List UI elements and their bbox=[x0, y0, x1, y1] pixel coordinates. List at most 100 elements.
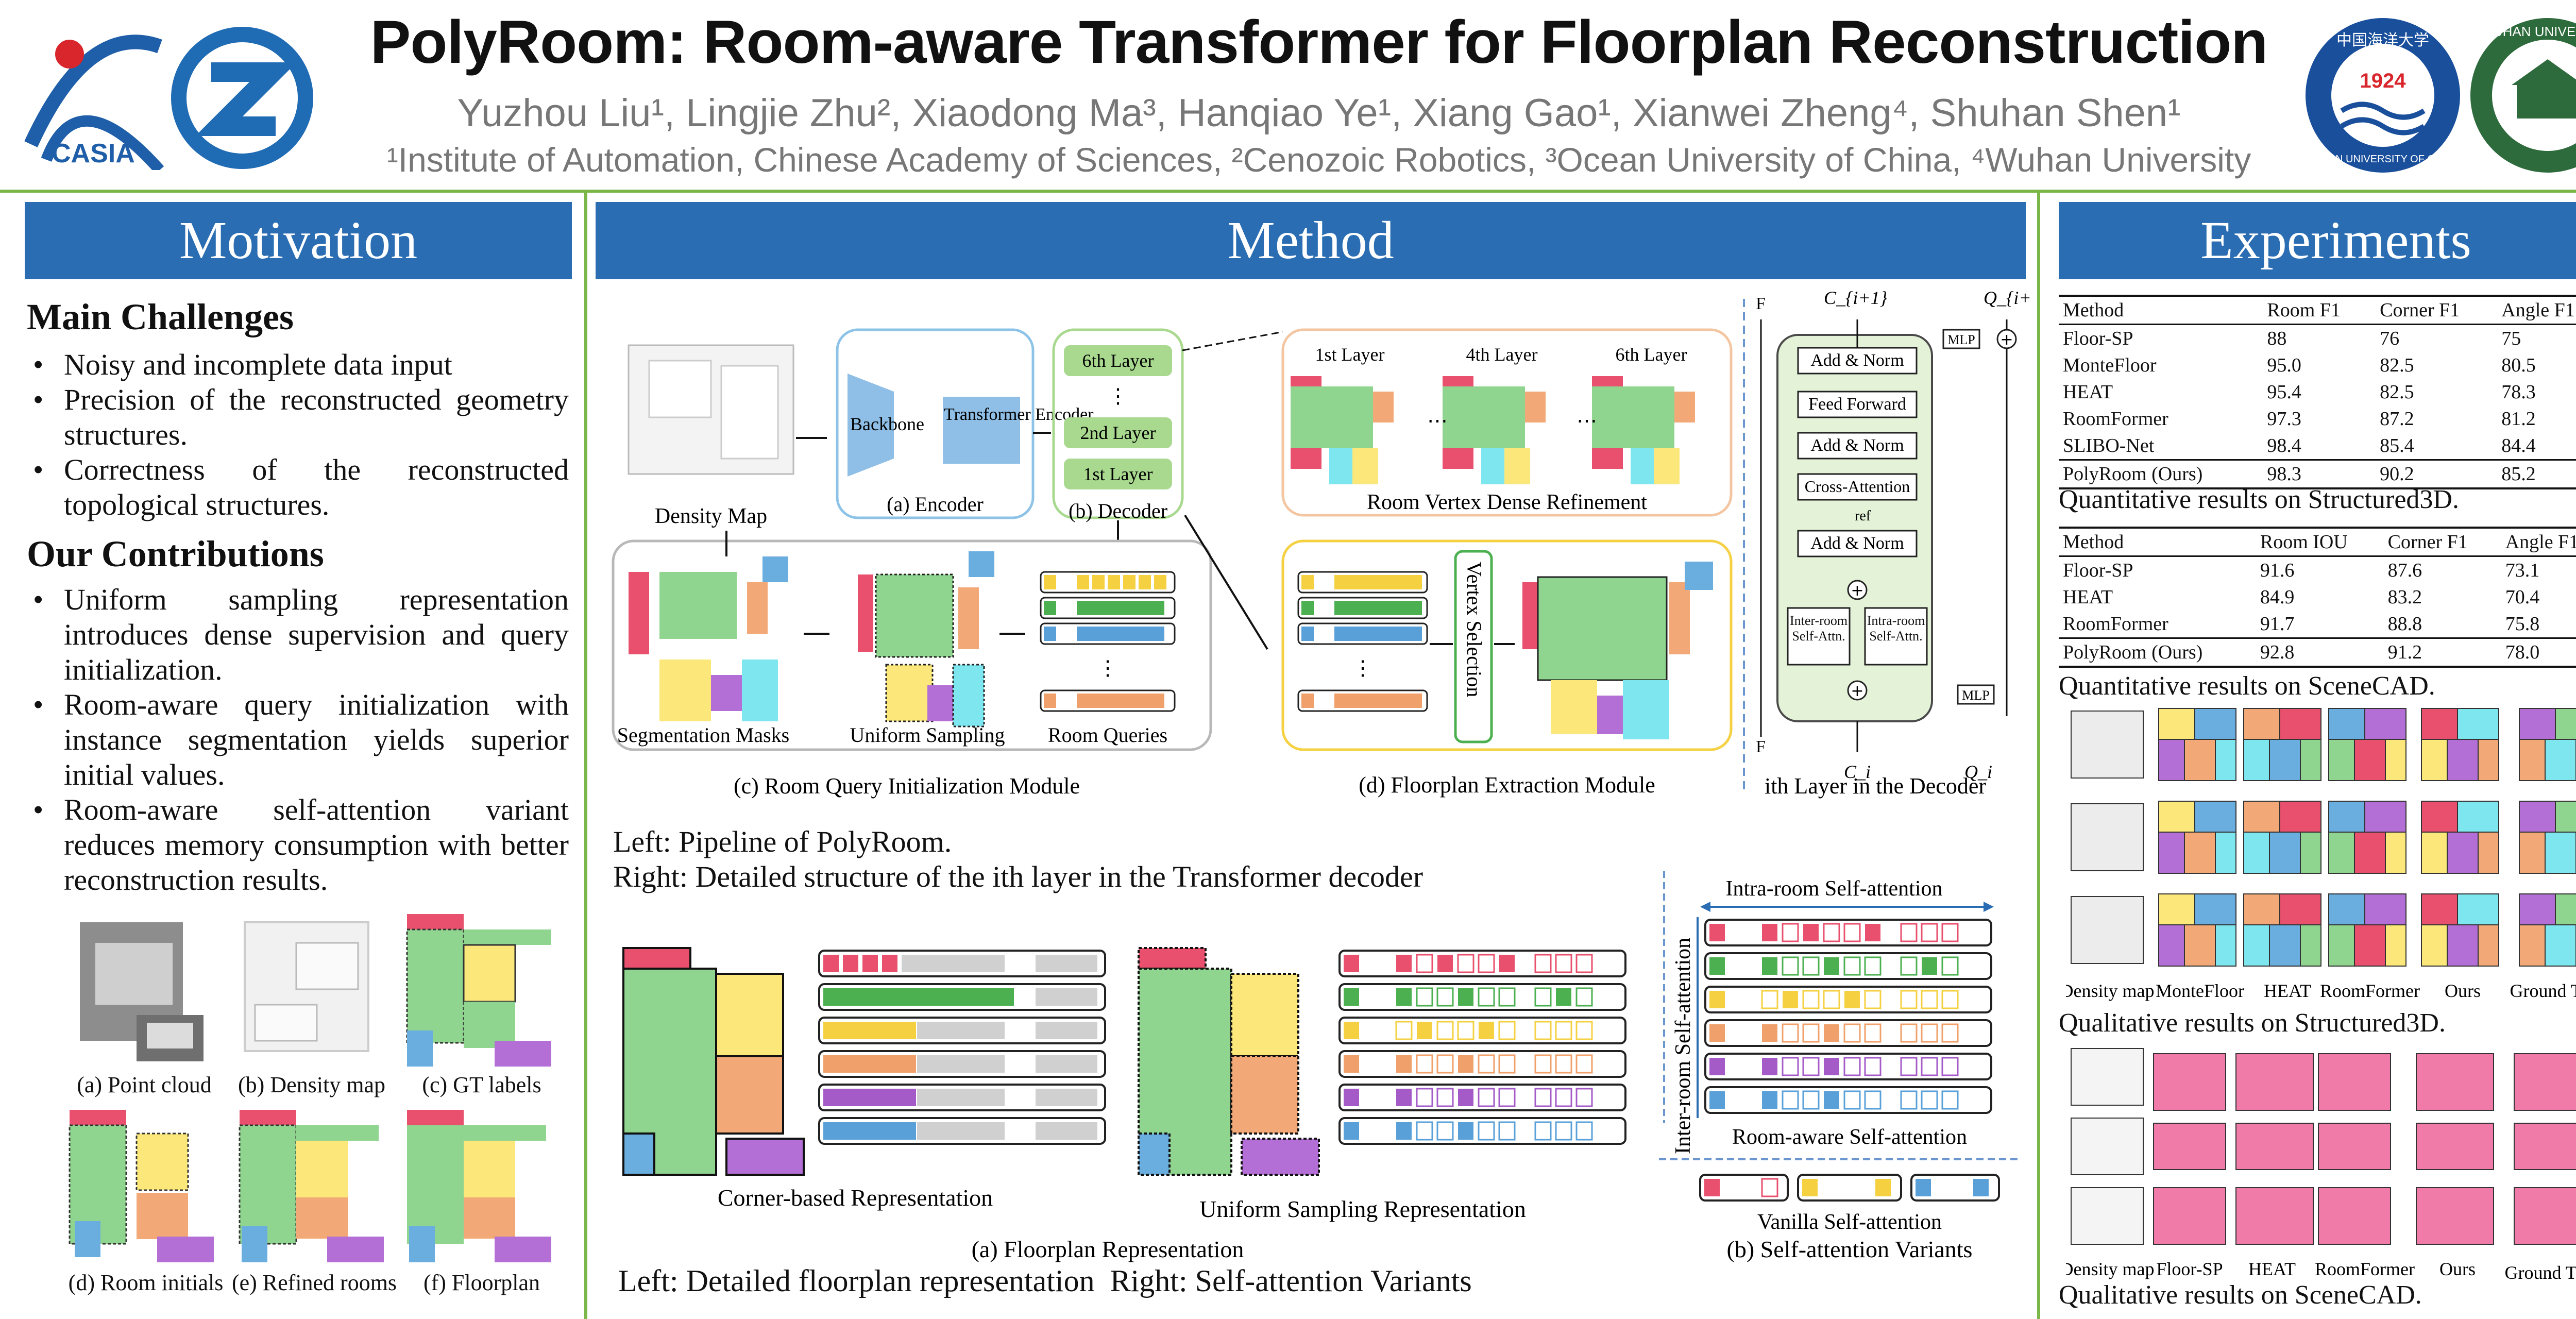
room-aware-sequences bbox=[1704, 919, 1992, 1114]
vanilla-sequence bbox=[1699, 1174, 2000, 1202]
room-cell bbox=[2300, 739, 2321, 781]
room-cell bbox=[2300, 924, 2321, 967]
inter-room-sa-label: Inter-room Self-attention bbox=[1671, 938, 1695, 1154]
c-i-label: C_i bbox=[1844, 762, 1871, 782]
density-thumb bbox=[2071, 803, 2144, 871]
room-cell bbox=[2478, 924, 2499, 967]
room-cell bbox=[2421, 924, 2448, 967]
room-cell bbox=[2215, 924, 2236, 967]
room-cell bbox=[2478, 832, 2499, 874]
cross-attention: Cross-Attention bbox=[1805, 477, 1910, 496]
room-cell bbox=[2158, 801, 2195, 833]
room-cell bbox=[2545, 924, 2576, 967]
room-cell bbox=[2279, 708, 2321, 740]
challenge-item: Correctness of the reconstructed topolog… bbox=[27, 452, 569, 522]
poster-title: PolyRoom: Room-aware Transformer for Flo… bbox=[370, 8, 2268, 76]
room-cell bbox=[2184, 924, 2216, 967]
qualitative-structured3d: Density map MonteFloor HEAT RoomFormer O… bbox=[2066, 708, 2576, 1001]
svg-text:WUHAN UNIVERSITY: WUHAN UNIVERSITY bbox=[2480, 24, 2576, 39]
mlp-top: MLP bbox=[1947, 332, 1975, 347]
inter-room-attn: Inter-room Self-Attn. bbox=[1789, 613, 1848, 644]
contributions-heading: Our Contributions bbox=[27, 533, 324, 574]
room-cell bbox=[2519, 893, 2556, 925]
challenges-heading: Main Challenges bbox=[27, 296, 294, 337]
room-cell bbox=[2158, 708, 2195, 740]
uniform-sampling-thumb bbox=[858, 551, 994, 728]
svg-text:⋯: ⋯ bbox=[1577, 409, 1597, 432]
room-polygon bbox=[2235, 1187, 2314, 1245]
room-cell bbox=[2279, 801, 2321, 833]
room-initials-image bbox=[64, 1108, 224, 1267]
room-cell bbox=[2421, 708, 2458, 740]
encoder-box bbox=[836, 328, 1035, 519]
room-cell bbox=[2385, 832, 2406, 874]
room-polygon bbox=[2318, 1187, 2391, 1245]
room-queries-label: Room Queries bbox=[1048, 723, 1167, 747]
pipeline-text-1: Left: Pipeline of PolyRoom. bbox=[613, 825, 952, 858]
room-cell bbox=[2457, 893, 2499, 925]
room-cell bbox=[2519, 924, 2546, 967]
room-cell bbox=[2364, 801, 2406, 833]
decoder-layer-6: 6th Layer bbox=[1082, 350, 1154, 371]
svg-text:⋮: ⋮ bbox=[1108, 384, 1128, 408]
room-polygon bbox=[2514, 1053, 2576, 1111]
encoder-caption: (a) Encoder bbox=[887, 493, 984, 516]
column-divider-left bbox=[584, 192, 587, 1319]
room-polygon bbox=[2318, 1053, 2391, 1111]
intra-room-attn: Intra-room Self-Attn. bbox=[1867, 613, 1925, 644]
density-thumb bbox=[2071, 1187, 2144, 1245]
room-cell bbox=[2328, 893, 2365, 925]
svg-text:1924: 1924 bbox=[2360, 70, 2406, 92]
pipeline-text-2: Right: Detailed structure of the ith lay… bbox=[613, 860, 1423, 893]
density-map-image bbox=[234, 912, 389, 1072]
point-cloud-image bbox=[64, 912, 219, 1072]
room-cell bbox=[2421, 893, 2458, 925]
extraction-caption: (d) Floorplan Extraction Module bbox=[1359, 772, 1655, 798]
room-cell bbox=[2184, 739, 2216, 781]
table-header: Corner F1 bbox=[2383, 527, 2501, 557]
structured3d-table: Method Room F1 Corner F1 Angle F1 Floor-… bbox=[2059, 295, 2576, 489]
density-thumb bbox=[2071, 1118, 2144, 1175]
density-thumb bbox=[2071, 896, 2144, 964]
refined-rooms-image bbox=[234, 1108, 394, 1267]
svg-text:+: + bbox=[2000, 331, 2013, 349]
uniform-sampling-floorplan bbox=[1138, 947, 1320, 1176]
room-cell bbox=[2328, 924, 2355, 967]
query-module-caption: (c) Room Query Initialization Module bbox=[734, 773, 1080, 799]
table-header: Method bbox=[2059, 295, 2263, 325]
uniform-rep-label: Uniform Sampling Representation bbox=[1199, 1196, 1526, 1222]
room-cell bbox=[2215, 832, 2236, 874]
table-header: Room IOU bbox=[2256, 527, 2384, 557]
refinement-box bbox=[1281, 328, 1733, 517]
room-polygon bbox=[2416, 1123, 2494, 1170]
room-cell bbox=[2158, 924, 2185, 967]
room-cell bbox=[2519, 708, 2556, 740]
room-cell bbox=[2279, 893, 2321, 925]
svg-text:OCEAN UNIVERSITY OF CHINA: OCEAN UNIVERSITY OF CHINA bbox=[2306, 154, 2460, 165]
decoder-layer-1: 1st Layer bbox=[1083, 464, 1153, 484]
room-polygon bbox=[2416, 1187, 2494, 1245]
room-cell bbox=[2364, 708, 2406, 740]
room-cell bbox=[2243, 924, 2270, 967]
table-header: Angle F1 bbox=[2501, 527, 2576, 557]
motivation-caption-e: (e) Refined rooms bbox=[231, 1270, 397, 1295]
whu-logo: WUHAN UNIVERSITY bbox=[2468, 15, 2576, 175]
room-cell bbox=[2328, 832, 2355, 874]
refine-layer-1: 1st Layer bbox=[1315, 344, 1385, 365]
backbone-label: Backbone bbox=[850, 414, 924, 434]
add-norm-3: Add & Norm bbox=[1810, 351, 1904, 370]
contribution-item: Uniform sampling representation introduc… bbox=[27, 582, 569, 687]
floorplan-rep-caption: (a) Floorplan Representation bbox=[972, 1236, 1244, 1262]
motivation-caption-b: (b) Density map bbox=[238, 1072, 385, 1097]
contributions-list: Uniform sampling representation introduc… bbox=[27, 582, 569, 898]
room-cell bbox=[2354, 832, 2386, 874]
room-cell bbox=[2545, 832, 2576, 874]
room-polygon bbox=[2514, 1187, 2576, 1245]
segmentation-masks-thumb bbox=[629, 556, 788, 721]
